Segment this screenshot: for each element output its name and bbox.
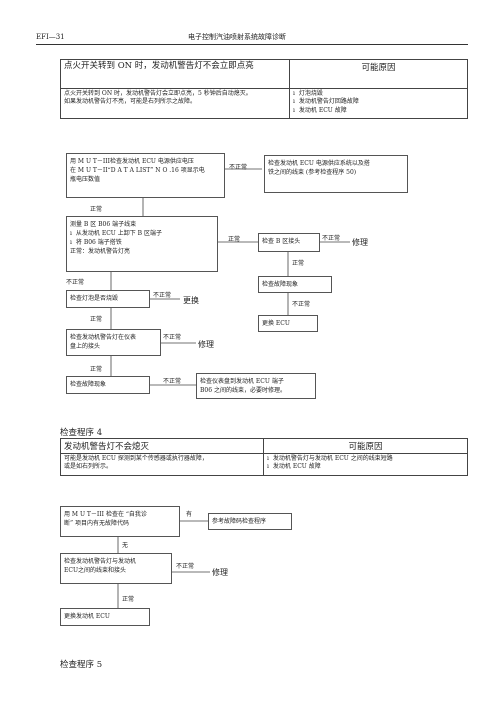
- fault-title: 点火开关转到 ON 时，发动机警告灯不会立即点亮: [60, 59, 290, 89]
- label-normal: 正常: [90, 316, 103, 323]
- check-b-connector-box: 检查 B 区接头: [258, 233, 320, 252]
- label-abnormal: 不正常: [153, 292, 172, 299]
- check-ecu-power-harness-box: 检查发动机 ECU 电源供应系统以及搭 铁之间的线束 (参考检查程序 50): [264, 155, 408, 193]
- check-symptom-box: 检查故障现象: [258, 276, 332, 293]
- header-title: 电子控制汽油喷射系统故障诊断: [188, 33, 286, 41]
- repair-action: 修理: [352, 238, 368, 247]
- label-abnormal: 不正常: [229, 164, 248, 171]
- label-abnormal: 不正常: [176, 563, 195, 570]
- reference-dtc-box: 参考故障码检查程序: [208, 513, 292, 530]
- label-normal: 正常: [90, 366, 103, 373]
- fault-description: 可能是发动机 ECU 探测到某个传感器或执行器故障， 或是如右列所示。: [60, 453, 264, 476]
- label-abnormal: 不正常: [66, 279, 85, 286]
- cause-list: 灯泡烧毁 发动机警告灯回路故障 发动机 ECU 故障: [289, 88, 468, 119]
- label-abnormal: 不正常: [292, 301, 311, 308]
- label-no: 无: [122, 542, 129, 549]
- fault-description: 点火开关转到 ON 时，发动机警告灯会立即点亮，5 秒钟后自动熄灭。 如果发动机…: [60, 88, 290, 119]
- procedure-4-title: 检查程序 4: [60, 428, 103, 438]
- check-lamp-connector-box: 检查发动机警告灯在仪表 盘上的接头: [66, 329, 161, 356]
- label-normal: 正常: [90, 206, 103, 213]
- replace-ecu-box: 更换发动机 ECU: [60, 608, 150, 626]
- check-meter-harness-box: 检查仪表盘到发动机 ECU 端子 B06 之间的线束，必要时修理。: [196, 373, 316, 399]
- label-normal: 正常: [292, 260, 305, 267]
- replace-action: 更换: [183, 296, 199, 305]
- label-normal: 正常: [228, 236, 241, 243]
- measure-b06-box: 测量 B 区 B06 端子线束 从发动机 ECU 上卸下 B 区端子 将 B06…: [66, 216, 218, 272]
- check-ecu-power-box: 用 M U T－III检查发动机 ECU 电源供应电压 在 M U T－II“D…: [66, 153, 225, 198]
- self-diagnosis-box: 用 M U T－III 检查在 “自我诊 断” 项目内有无故障代码: [60, 506, 180, 537]
- repair-action: 修理: [212, 568, 228, 577]
- header-left: EFI—31: [36, 33, 65, 41]
- check-harness-box: 检查发动机警告灯与发动机 ECU之间的线束和接头: [60, 553, 172, 584]
- label-abnormal: 不正常: [163, 378, 182, 385]
- header-divider: [36, 44, 468, 45]
- label-yes: 有: [186, 511, 193, 518]
- check-symptom-box: 检查故障现象: [66, 376, 150, 394]
- fault-table-1: 点火开关转到 ON 时，发动机警告灯不会立即点亮 可能原因 点火开关转到 ON …: [60, 59, 468, 119]
- check-bulb-box: 检查灯泡是否烧毁: [66, 290, 150, 308]
- cause-list: 发动机警告灯与发动机 ECU 之间的线束短路 发动机 ECU 故障: [263, 453, 468, 476]
- label-abnormal: 不正常: [322, 235, 341, 242]
- procedure-5-title: 检查程序 5: [60, 660, 103, 670]
- fault-table-2: 发动机警告灯不会熄灭 可能原因 可能是发动机 ECU 探测到某个传感器或执行器故…: [60, 438, 468, 476]
- repair-action: 修理: [198, 340, 214, 349]
- label-abnormal: 不正常: [163, 334, 182, 341]
- replace-ecu-box: 更换 ECU: [258, 315, 318, 332]
- label-normal: 正常: [122, 596, 135, 603]
